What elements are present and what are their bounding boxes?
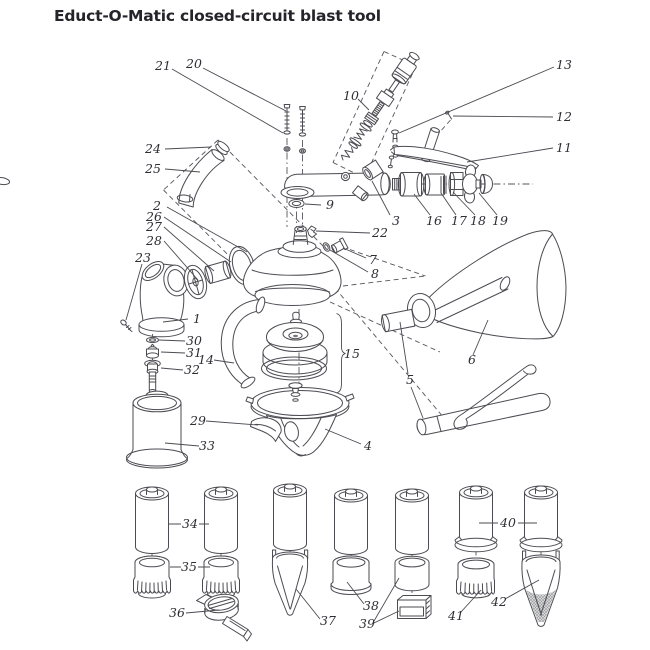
part-label-13: 13 xyxy=(556,56,572,72)
part-label-18: 18 xyxy=(470,212,486,228)
part-label-39: 39 xyxy=(359,615,375,631)
housing-dome-drawing xyxy=(242,225,342,306)
part-label-21: 21 xyxy=(155,57,171,73)
filter-stack-drawing xyxy=(261,311,328,381)
suction-tube-5-drawing xyxy=(416,364,551,436)
screw-23-drawing xyxy=(120,319,133,332)
part-label-33: 33 xyxy=(199,437,215,453)
part-label-22: 22 xyxy=(372,224,388,240)
part-label-23: 23 xyxy=(135,249,151,265)
cartridge-column-2-drawing xyxy=(202,486,240,599)
scoop-cap-36-drawing xyxy=(196,593,252,642)
range-bracket-15 xyxy=(336,313,346,394)
hose-14-drawing xyxy=(220,296,266,389)
page-title: Educt-O-Matic closed-circuit blast tool xyxy=(54,7,381,25)
part-label-20: 20 xyxy=(186,55,202,71)
part-label-10: 10 xyxy=(343,87,359,103)
funnel-4-drawing xyxy=(245,382,355,457)
trigger-handle-drawing xyxy=(387,127,479,171)
part-label-32: 32 xyxy=(184,361,200,377)
leader-lines xyxy=(125,66,555,624)
cartridge-column-4-drawing xyxy=(330,488,372,595)
part-label-4: 4 xyxy=(364,437,372,453)
screws-20-21-drawing xyxy=(283,104,307,154)
part-label-8: 8 xyxy=(371,265,379,281)
part-label-1: 1 xyxy=(193,310,201,326)
part-label-37: 37 xyxy=(320,612,336,628)
part-label-29: 29 xyxy=(190,412,206,428)
part-label-26: 26 xyxy=(146,208,162,224)
part-label-5: 5 xyxy=(406,371,414,387)
part-label-34: 34 xyxy=(182,515,198,531)
clip-22-drawing xyxy=(307,225,317,238)
part-label-27: 27 xyxy=(146,218,162,234)
cartridge-column-5-drawing xyxy=(394,488,432,619)
part-label-9: 9 xyxy=(326,196,334,212)
part-label-28: 28 xyxy=(146,232,162,248)
part-label-14: 14 xyxy=(198,351,214,367)
washer-8-drawing xyxy=(322,242,331,252)
barrel-drawing xyxy=(280,159,391,202)
elbow-drawing xyxy=(138,261,189,338)
part-label-7: 7 xyxy=(369,251,377,267)
part-label-15: 15 xyxy=(344,345,360,361)
plug-7-drawing xyxy=(330,237,349,254)
part-label-30: 30 xyxy=(186,332,202,348)
cone-bag-6-drawing xyxy=(381,230,567,340)
part-label-41: 41 xyxy=(448,607,464,623)
small-fittings-30-31-32-drawing xyxy=(144,336,161,393)
parts-artwork xyxy=(0,51,567,642)
cartridge-column-6-drawing xyxy=(454,485,498,599)
part-label-3: 3 xyxy=(392,212,400,228)
part-label-25: 25 xyxy=(145,160,161,176)
washer-9-drawing xyxy=(288,199,305,208)
part-label-35: 35 xyxy=(181,558,197,574)
canister-33-drawing xyxy=(126,390,188,469)
part-label-38: 38 xyxy=(363,597,379,613)
cartridge-column-3-drawing xyxy=(271,483,309,616)
cartridge-column-1-drawing xyxy=(133,486,171,599)
part-label-42: 42 xyxy=(491,593,507,609)
part-label-2: 2 xyxy=(153,197,161,213)
part-label-6: 6 xyxy=(468,351,476,367)
hose-24-25-drawing xyxy=(0,140,230,208)
part-label-12: 12 xyxy=(556,108,572,124)
part-label-17: 17 xyxy=(451,212,467,228)
part-label-31: 31 xyxy=(186,344,202,360)
part-label-40: 40 xyxy=(500,514,516,530)
couplings-drawing xyxy=(392,164,493,204)
part-label-11: 11 xyxy=(556,139,572,155)
part-label-24: 24 xyxy=(145,140,161,156)
valve-stem-assembly-drawing xyxy=(340,51,420,161)
part-label-16: 16 xyxy=(426,212,442,228)
part-label-19: 19 xyxy=(492,212,508,228)
cartridge-column-7-drawing xyxy=(519,485,563,627)
part-label-36: 36 xyxy=(169,604,185,620)
